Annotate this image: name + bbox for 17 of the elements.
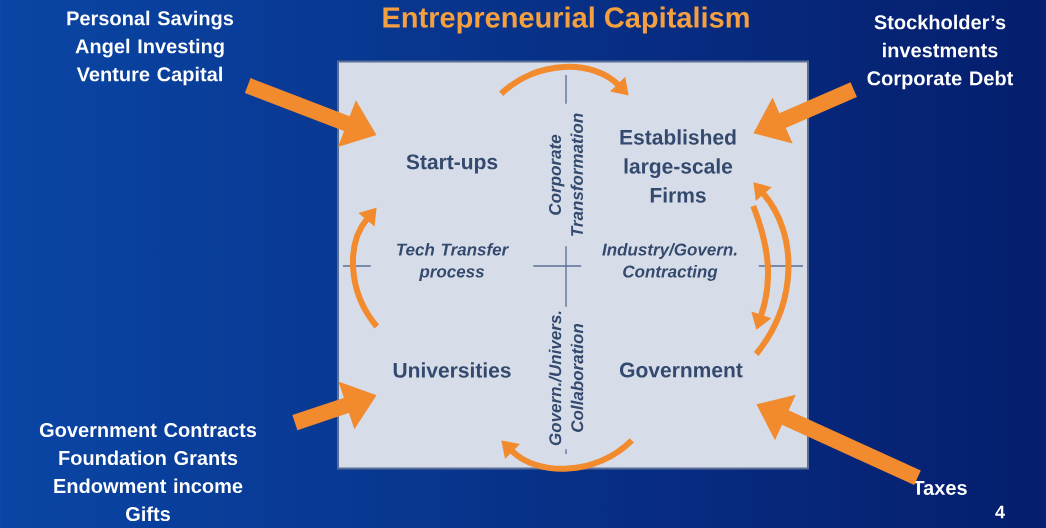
arrow — [753, 182, 792, 356]
quadrant-label: Government — [620, 362, 743, 378]
funding-source-text: Stockholder’s investments Corporate Debt — [867, 14, 1014, 90]
quadrant-label: Universities — [393, 362, 511, 378]
quadrant-label: Established large-scale Firms — [620, 129, 736, 203]
edge-label: Tech Transfer process — [370, 241, 534, 283]
arrow — [501, 438, 634, 472]
funding-source-text: Taxes — [912, 481, 967, 495]
edge-label: Govern./Univers. Collaboration — [547, 306, 585, 450]
edge-label: Corporate Transformation — [547, 103, 585, 247]
arrow — [499, 63, 629, 96]
title: Entrepreneurial Capitalism — [383, 6, 749, 34]
funding-source-text: Personal Savings Angel Investing Venture Capital — [67, 10, 234, 86]
page-number: 4 — [995, 505, 1005, 519]
edge-label: Industry/Govern. Contracting — [581, 241, 759, 283]
quadrant-label: Start-ups — [406, 154, 498, 174]
funding-source-text: Government Contracts Foundation Grants Endowment income Gifts — [39, 422, 257, 522]
